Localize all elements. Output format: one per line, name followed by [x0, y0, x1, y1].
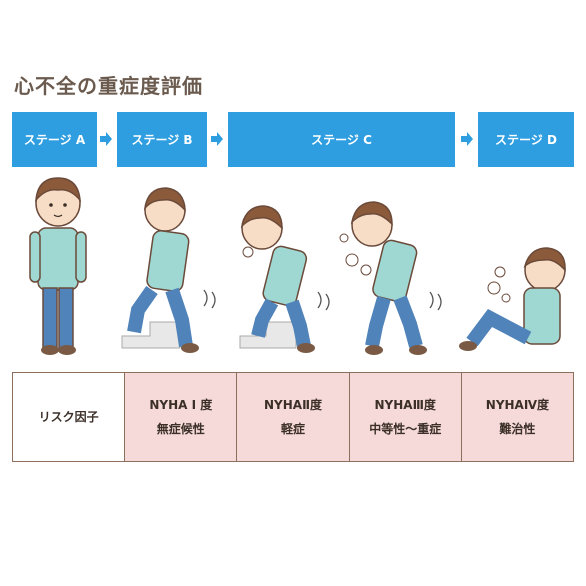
- nyha-3-desc: 中等性～重症: [369, 422, 442, 436]
- standing-person-illustration: [29, 177, 87, 355]
- nyha-4-label: NYHAⅣ度: [485, 398, 550, 412]
- breathless-climbing-person-illustration: [239, 205, 330, 353]
- nyha-3-cell: NYHAⅢ度中等性～重症: [348, 373, 461, 461]
- risk-factor-label: リスク因子: [38, 410, 99, 424]
- climbing-person-illustration: [121, 187, 216, 353]
- nyha-3-label: NYHAⅢ度: [374, 398, 436, 412]
- stage-c-box: ステージ C: [228, 112, 455, 167]
- illustration: [29, 177, 566, 355]
- sitting-breathless-person-illustration: [459, 247, 566, 351]
- nyha-4-cell: NYHAⅣ度難治性: [460, 373, 574, 461]
- nyha-1-cell: NYHA Ⅰ 度無症候性: [124, 373, 237, 461]
- coughing-walking-person-illustration: [339, 201, 442, 355]
- stage-a-box: ステージ A: [12, 112, 97, 167]
- nyha-2-label: NYHAⅡ度: [264, 398, 322, 412]
- stage-d-box: ステージ D: [478, 112, 574, 167]
- arrow-right-icon: [100, 132, 112, 146]
- stage-a-label: ステージ A: [23, 133, 86, 147]
- nyha-1-desc: 無症候性: [156, 422, 205, 436]
- nyha-4-desc: 難治性: [499, 422, 536, 436]
- stage-b-label: ステージ B: [131, 133, 193, 147]
- stage-c-label: ステージ C: [311, 133, 372, 147]
- nyha-2-desc: 軽症: [281, 422, 306, 436]
- nyha-2-cell: NYHAⅡ度軽症: [236, 373, 349, 461]
- nyha-1-label: NYHA Ⅰ 度: [149, 398, 213, 412]
- arrow-right-icon: [211, 132, 223, 146]
- page-title: 心不全の重症度評価: [14, 74, 203, 98]
- stage-b-box: ステージ B: [117, 112, 207, 167]
- risk-factor-cell: リスク因子: [13, 373, 125, 461]
- arrow-right-icon: [461, 132, 473, 146]
- stage-d-label: ステージ D: [495, 133, 557, 147]
- severity-table: リスク因子 NYHA Ⅰ 度無症候性 NYHAⅡ度軽症 NYHAⅢ度中等性～重症…: [12, 372, 574, 462]
